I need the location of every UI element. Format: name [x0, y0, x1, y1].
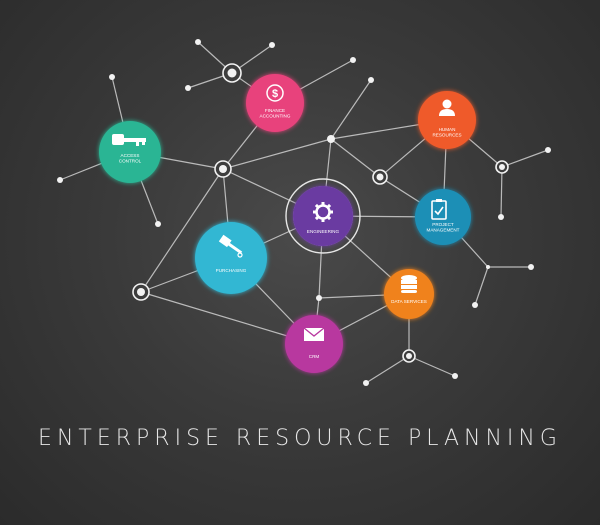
end-node-dot [109, 74, 115, 80]
module-circle [293, 186, 353, 246]
connection-line [330, 138, 381, 178]
connection-line [500, 166, 503, 218]
database-icon [401, 275, 417, 293]
module-label: CRM [309, 354, 320, 359]
connection-line [140, 291, 315, 345]
connection-line [501, 149, 549, 168]
end-node-dot [350, 57, 356, 63]
module-circle [285, 315, 343, 373]
end-node-dot [368, 77, 374, 83]
module-label: DATA SERVICES [391, 299, 427, 304]
end-node-dot [452, 373, 458, 379]
dollar-icon: $ [266, 84, 284, 102]
end-node-dot [195, 39, 201, 45]
page-title: ENTERPRISE RESOURCE PLANNING [38, 426, 562, 451]
person-icon [439, 99, 455, 116]
connection-line [222, 138, 332, 170]
end-node-dot [363, 380, 369, 386]
connection-line [140, 168, 224, 293]
module-crm: CRM [285, 315, 343, 373]
ring-node-center [227, 68, 237, 78]
connection-line [365, 355, 410, 384]
module-engineering: ENGINEERING [285, 178, 361, 254]
module-circle [384, 269, 434, 319]
junction-dot [327, 135, 335, 143]
key-icon [112, 134, 146, 146]
ring-node-center [376, 173, 384, 181]
end-node-dot [472, 302, 478, 308]
end-node-dot [155, 221, 161, 227]
end-node-dot [528, 264, 534, 270]
connection-line [474, 266, 489, 306]
module-data: DATA SERVICES [384, 269, 434, 319]
junction-dot [486, 265, 490, 269]
end-node-dot [185, 85, 191, 91]
end-node-dot [498, 214, 504, 220]
connection-line [330, 79, 372, 140]
module-circle [99, 121, 161, 183]
junction-dot [316, 295, 322, 301]
module-label: PURCHASING [216, 268, 247, 273]
module-purchasing: PURCHASING [195, 222, 267, 294]
gear-icon [313, 202, 333, 222]
end-node-dot [269, 42, 275, 48]
module-circle [415, 189, 471, 245]
end-node-dot [545, 147, 551, 153]
ring-node-center [219, 165, 227, 173]
module-circle [418, 91, 476, 149]
ring-node-center [406, 353, 412, 359]
hammer-icon [218, 234, 243, 258]
ring-node-center [499, 164, 505, 170]
connection-line [408, 355, 456, 377]
ring-node-center [137, 288, 145, 296]
module-circle [195, 222, 267, 294]
end-node-dot [57, 177, 63, 183]
module-circle [246, 74, 304, 132]
engineering-outer-ring [285, 178, 361, 254]
clipboard-icon [431, 199, 447, 220]
envelope-icon [303, 327, 325, 341]
svg-text:$: $ [272, 88, 278, 100]
module-label: ENGINEERING [307, 229, 340, 234]
